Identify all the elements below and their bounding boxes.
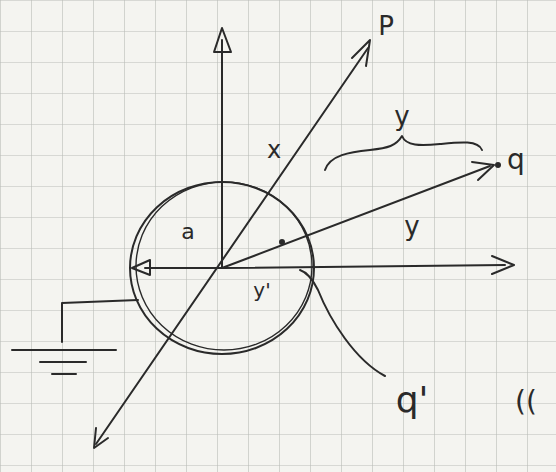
sphere-outline (136, 182, 312, 350)
symbol-label: q (507, 146, 525, 174)
ground-symbol (40, 361, 86, 363)
brace (325, 136, 482, 170)
leader-line (300, 270, 385, 376)
vertical-axis (221, 40, 223, 268)
ground-wire (62, 300, 138, 342)
symbol-label: x (267, 138, 281, 162)
arrowhead (492, 256, 514, 274)
arrowhead (94, 428, 108, 448)
arrowhead (132, 260, 150, 275)
symbol-label: (( (515, 388, 537, 416)
distance-line (222, 166, 490, 268)
diagonal-axis (96, 48, 368, 444)
charge-dot (495, 162, 501, 168)
ground-symbol (52, 373, 76, 375)
symbol-label: y (394, 103, 409, 129)
ground-symbol (12, 349, 116, 351)
radius-line (145, 267, 222, 269)
arrowhead (472, 162, 494, 180)
symbol-label: q' (396, 382, 429, 418)
symbol-label: a (181, 221, 194, 243)
image-charge-dot (279, 239, 285, 245)
horizontal-axis (222, 265, 505, 268)
arrowhead (214, 28, 231, 52)
arrowhead (352, 40, 370, 66)
symbol-label: y' (253, 280, 270, 300)
symbol-label: P (378, 13, 394, 39)
symbol-label: y (404, 213, 419, 239)
